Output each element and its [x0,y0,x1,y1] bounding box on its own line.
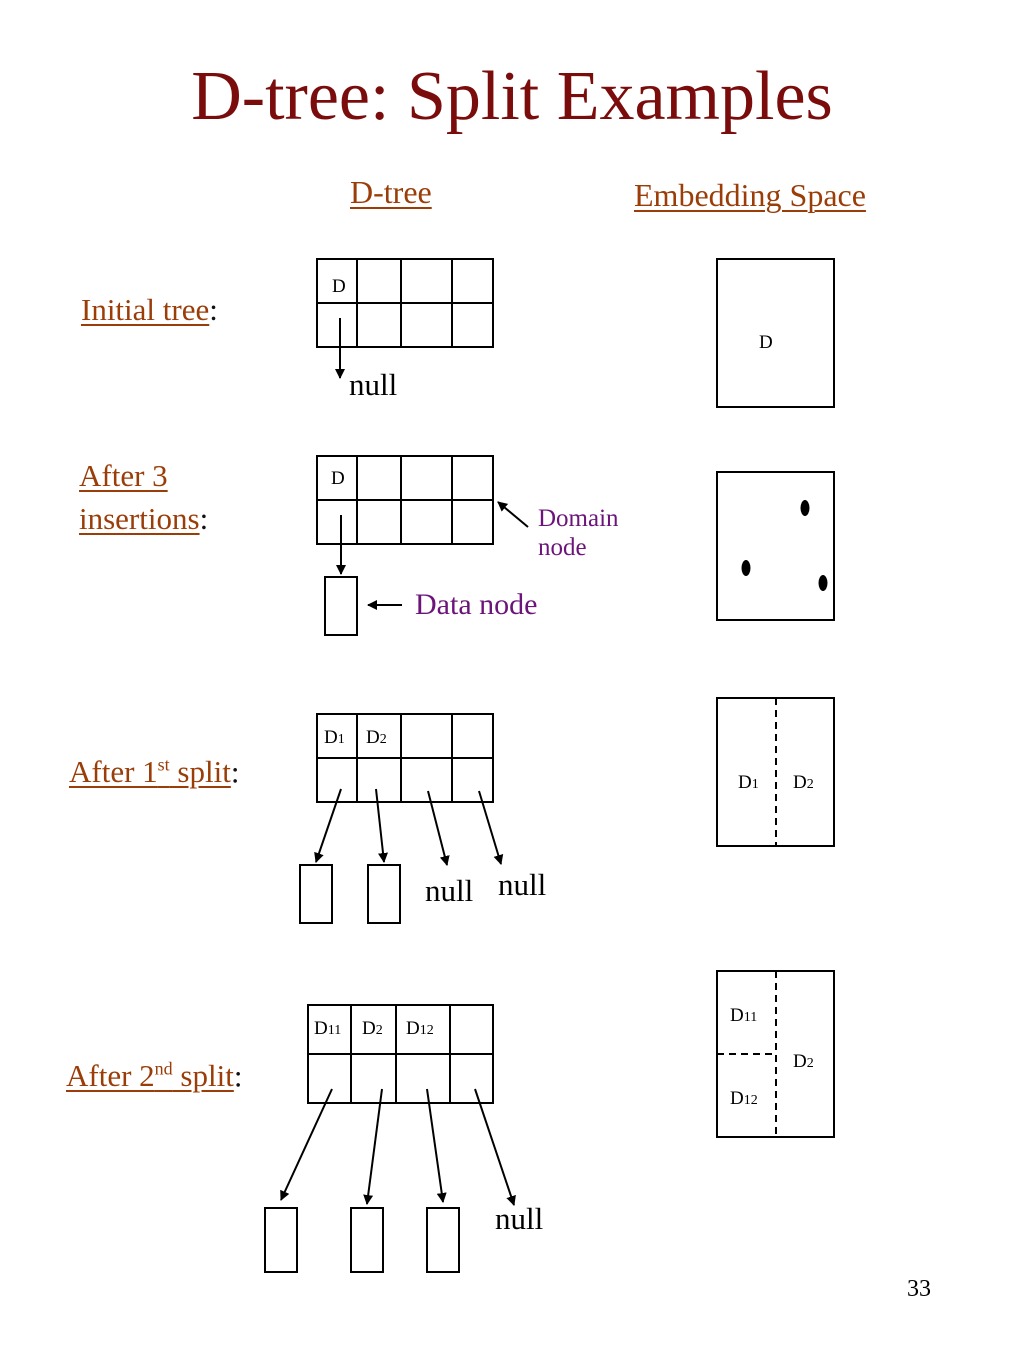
null-label: null [495,1201,544,1236]
pointer-arrow [314,788,342,863]
data-node-annotation: Data node [415,588,538,621]
data-node [426,1207,460,1273]
null-label: null [425,873,474,908]
region-label-d2: D2 [793,772,814,793]
header-d-tree: D-tree [350,174,432,210]
cell-label-d2: D2 [366,727,387,748]
label-initial-tree: Initial tree: [81,292,218,327]
null-label: null [349,367,398,402]
cell-label-d2: D2 [362,1018,383,1039]
cell-label-d1: D1 [324,727,345,748]
data-point [800,500,810,516]
label-after-2nd-split: After 2nd split: [66,1058,243,1094]
data-point [741,560,751,576]
region-label-d: D [759,332,773,353]
data-point [818,575,828,591]
data-node [264,1207,298,1273]
pointer-arrow [426,1088,447,1203]
pointer-arrow [280,1088,333,1201]
null-label: null [498,867,547,902]
pointer-arrow [375,788,388,863]
region-label-d2: D2 [793,1051,814,1072]
label-after-1st-split: After 1st split: [69,754,240,790]
domain-node-split-1 [316,713,494,803]
header-embedding-space: Embedding Space [634,177,866,213]
embedding-space-initial [716,258,835,408]
data-node [299,864,333,924]
region-label-d11: D11 [730,1005,758,1026]
embedding-space-after-3 [716,471,835,621]
cell-label-d: D [332,276,346,297]
cell-label-d12: D12 [406,1018,434,1039]
pointer-arrow [478,790,504,865]
pointer-arrow [363,1088,383,1205]
data-node [367,864,401,924]
domain-node-after-3 [316,455,494,545]
domain-node-callout-arrow [497,501,529,528]
cell-label-d11: D11 [314,1018,342,1039]
region-label-d1: D1 [738,772,759,793]
region-label-d12: D12 [730,1088,758,1109]
cell-label-d: D [331,468,345,489]
slide-title: D-tree: Split Examples [191,58,833,135]
domain-node-initial [316,258,494,348]
pointer-arrow [427,790,450,866]
domain-node-split-2 [307,1004,494,1104]
pointer-arrow [474,1088,516,1206]
data-node [350,1207,384,1273]
page-number: 33 [907,1276,931,1302]
data-node [324,576,358,636]
